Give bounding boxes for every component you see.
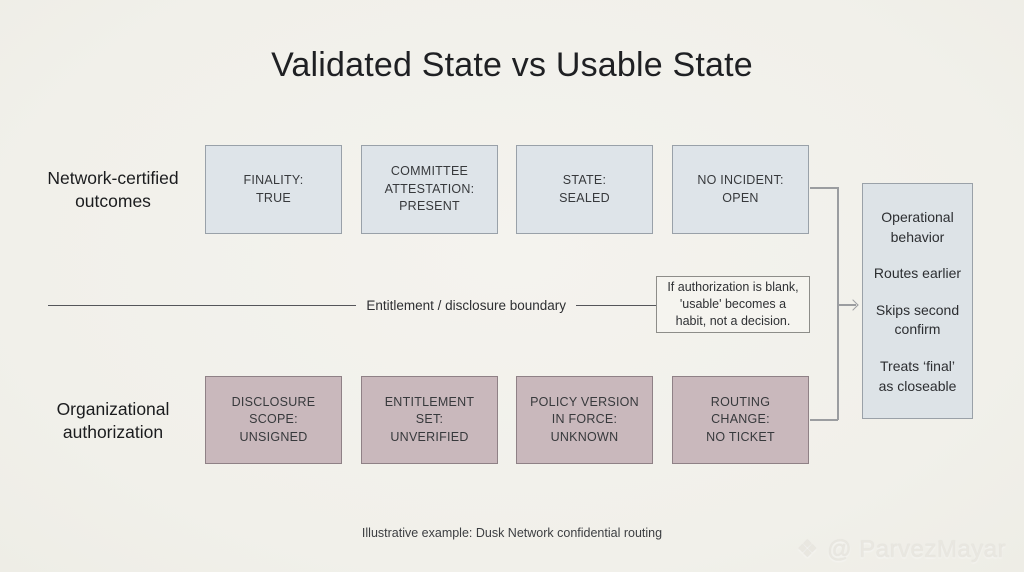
box-state-sealed: STATE: SEALED (516, 145, 653, 234)
operational-behavior-box: Operational behavior Routes earlier Skip… (862, 183, 973, 419)
boundary-line-left (48, 304, 357, 306)
box-routing-change-no-ticket: ROUTING CHANGE: NO TICKET (672, 376, 809, 464)
watermark: ❖ @ ParvezMayar (797, 536, 1006, 564)
box-entitlement-set-unverified: ENTITLEMENT SET: UNVERIFIED (361, 376, 498, 464)
box-no-incident-open: NO INCIDENT: OPEN (672, 145, 809, 234)
footer-caption: Illustrative example: Dusk Network confi… (361, 526, 663, 540)
arrowhead-icon (847, 299, 859, 311)
outcome-item-skips-second-confirm: Skips second confirm (875, 301, 960, 338)
connector-vertical (837, 187, 839, 420)
row-label-organizational-authorization: Organizational authorization (56, 399, 170, 443)
outcome-title: Operational behavior (881, 209, 954, 245)
boundary-line-right (576, 304, 656, 306)
boundary-label: Entitlement / disclosure boundary (366, 297, 566, 313)
outcome-item-treats-final-closeable: Treats ‘final’ as closeable (878, 357, 957, 394)
row-label-network-certified-outcomes: Network-certified outcomes (47, 168, 179, 212)
box-finality-true: FINALITY: TRUE (205, 145, 342, 234)
box-disclosure-scope-unsigned: DISCLOSURE SCOPE: UNSIGNED (205, 376, 342, 464)
box-committee-attestation-present: COMMITTEE ATTESTATION: PRESENT (361, 145, 498, 234)
binance-diamond-logo-icon: ❖ (796, 536, 819, 563)
connector-arrow-shaft (838, 304, 856, 306)
watermark-handle: @ ParvezMayar (827, 536, 1006, 563)
outcome-item-routes-earlier: Routes earlier (873, 265, 962, 282)
page-title: Validated State vs Usable State (271, 46, 753, 84)
connector-top-horizontal (810, 187, 838, 189)
note-box: If authorization is blank, 'usable' beco… (656, 276, 810, 333)
connector-bottom-horizontal (810, 419, 838, 421)
entitlement-disclosure-boundary: Entitlement / disclosure boundary (48, 293, 656, 317)
box-policy-version-unknown: POLICY VERSION IN FORCE: UNKNOWN (516, 376, 653, 464)
